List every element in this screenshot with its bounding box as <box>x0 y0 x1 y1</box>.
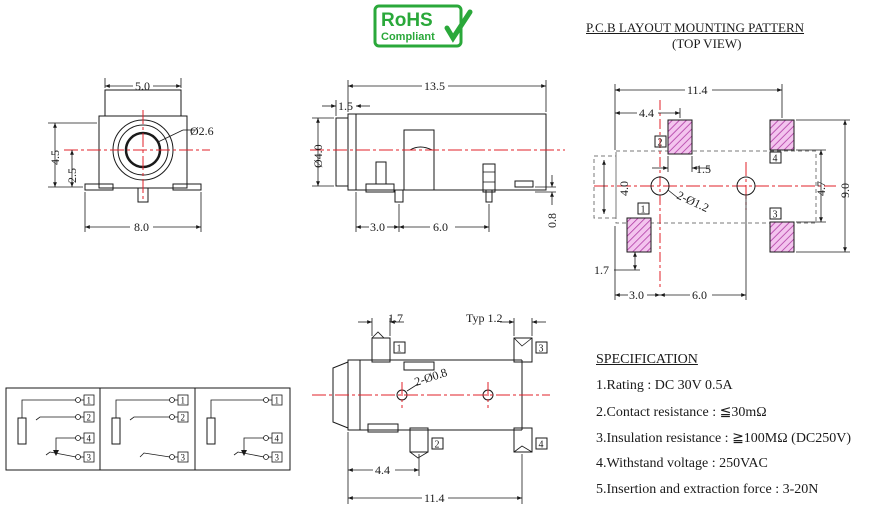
bottom-dim-pin-w: 1.7 <box>388 311 403 325</box>
sch1-pin-1: 1 <box>87 396 92 406</box>
side-dim-x2: 6.0 <box>433 220 448 234</box>
pcb-dim-left-x: 3.0 <box>629 288 644 302</box>
spec-item: 2.Contact resistance : ≦30mΩ <box>596 405 767 420</box>
sch2-pin-2: 2 <box>181 413 186 423</box>
sch3-pin-1: 1 <box>275 396 280 406</box>
pcb-dim-pad-gap: 1.5 <box>696 162 711 176</box>
sch2-pin-3: 3 <box>181 453 186 463</box>
bottom-pin-1: 1 <box>397 344 402 355</box>
sch3-pin-3: 3 <box>275 453 280 463</box>
pcb-dim-bottom-pad: 1.7 <box>594 263 609 277</box>
pcb-dim-height-outer: 9.0 <box>838 183 852 198</box>
sch1-pin-2: 2 <box>87 413 92 423</box>
bottom-pin-3: 3 <box>539 344 544 355</box>
rohs-logo: RoHS Compliant <box>373 4 473 48</box>
spec-item: 5.Insertion and extraction force : 3-20N <box>596 482 819 497</box>
pcb-layout: 2 4 1 3 11.4 4.4 1.5 2-Ø1.2 4.0 <box>593 83 852 302</box>
schematic-panel-2: 1 2 3 <box>111 394 189 463</box>
pcb-pin-2: 2 <box>658 138 663 149</box>
bottom-dim-typ: Typ 1.2 <box>466 311 503 325</box>
side-dim-dia: Ø4.0 <box>311 144 325 168</box>
sch2-pin-1: 1 <box>181 396 186 406</box>
front-view: 5.0 Ø2.6 4.5 2.5 8.0 <box>48 78 214 234</box>
spec-item: 4.Withstand voltage : 250VAC <box>596 456 768 471</box>
spec-title: SPECIFICATION <box>596 352 698 367</box>
pcb-layout-title: P.C.B LAYOUT MOUNTING PATTERN <box>586 20 805 35</box>
pcb-pin-4: 4 <box>773 154 778 165</box>
pcb-pin-1: 1 <box>641 205 646 216</box>
side-dim-thick: 0.8 <box>545 213 559 228</box>
bottom-pin-2: 2 <box>435 440 440 451</box>
schematic-panel-1: 1 2 4 3 <box>17 394 95 463</box>
bottom-dim-width: 11.4 <box>424 491 445 505</box>
bottom-dim-holes: 2-Ø0.8 <box>413 365 449 389</box>
sch3-pin-4: 4 <box>275 434 280 444</box>
rohs-logo-line1: RoHS <box>381 10 433 31</box>
side-view: 13.5 1.5 Ø4.0 3.0 6.0 0.8 <box>310 79 565 234</box>
pcb-dim-hole: 2-Ø1.2 <box>675 188 711 215</box>
side-dim-length: 13.5 <box>424 79 445 93</box>
front-dim-height: 4.5 <box>48 150 62 165</box>
pcb-pad-4 <box>769 119 795 151</box>
bottom-view: 1 3 2 4 1.7 Typ 1.2 2-Ø0.8 4.4 11.4 <box>312 311 550 505</box>
pcb-pad-3 <box>769 221 795 253</box>
sch1-pin-3: 3 <box>87 453 92 463</box>
bottom-dim-offset: 4.4 <box>375 463 390 477</box>
pcb-dim-offset: 4.4 <box>639 106 654 120</box>
schematic: 1 2 4 3 1 2 3 <box>5 387 291 471</box>
rohs-logo-line2: Compliant <box>381 31 435 43</box>
front-dim-center: 2.5 <box>65 168 79 183</box>
pcb-dim-mid-x: 6.0 <box>692 288 707 302</box>
check-icon <box>444 9 473 43</box>
bottom-pin-4: 4 <box>539 440 544 451</box>
side-dim-lip: 1.5 <box>338 99 353 113</box>
spec-item: 1.Rating : DC 30V 0.5A <box>596 378 733 393</box>
front-dim-width: 8.0 <box>134 220 149 234</box>
pcb-layout-subtitle: (TOP VIEW) <box>672 36 742 51</box>
pcb-pad-1 <box>626 217 652 253</box>
pcb-dim-height-inner: 4.7 <box>814 181 828 196</box>
front-dim-top: 5.0 <box>135 79 150 93</box>
side-dim-x1: 3.0 <box>370 220 385 234</box>
pcb-dim-width: 11.4 <box>687 83 708 97</box>
pcb-pad-2 <box>667 119 693 155</box>
schematic-panel-3: 1 4 3 <box>206 394 283 463</box>
spec-item: 3.Insulation resistance : ≧100MΩ (DC250V… <box>596 431 852 446</box>
pcb-pin-3: 3 <box>773 210 778 221</box>
pcb-dim-body: 4.0 <box>617 181 631 196</box>
front-dim-dia: Ø2.6 <box>190 124 214 138</box>
sch1-pin-4: 4 <box>87 434 92 444</box>
